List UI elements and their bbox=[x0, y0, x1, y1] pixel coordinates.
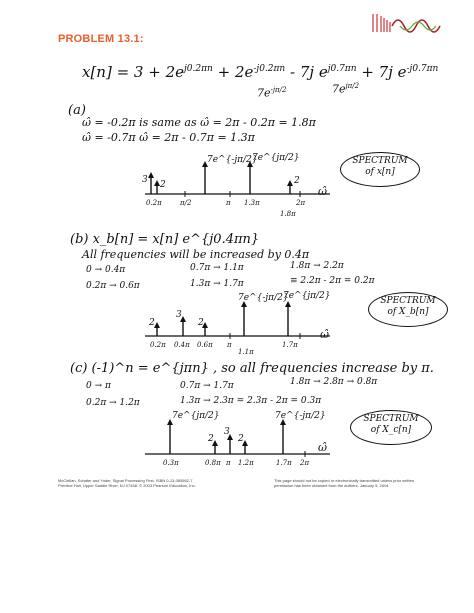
wave-logo bbox=[372, 14, 441, 33]
equation-note-2: 7ejπ/2 bbox=[332, 82, 360, 96]
amp-c-1: 3 bbox=[224, 427, 230, 437]
footer-right: This page should not be copied or electr… bbox=[274, 478, 415, 488]
tick-c-1: 0.8π bbox=[205, 459, 221, 467]
tick-c-2: π bbox=[226, 459, 231, 467]
phasor-b-1: 7e^{-jπ/2} bbox=[238, 293, 289, 303]
part-a-line-1: ω̂ = -0.2π is same as ω̂ = 2π - 0.2π = 1… bbox=[82, 116, 316, 129]
tick-a-below: 1.8π bbox=[280, 210, 296, 218]
part-c-row-1-0: 0.2π → 1.2π bbox=[86, 398, 140, 408]
amp-a-0: 3 bbox=[142, 175, 148, 185]
phasor-c-1: 7e^{jπ/2} bbox=[172, 411, 220, 421]
axis-a-label: ω̂ bbox=[318, 185, 327, 198]
axis-c-label: ω̂ bbox=[318, 441, 327, 454]
part-b-row-0-2: 1.8π → 2.2π bbox=[290, 261, 344, 271]
phasor-a-1: 7e^{-jπ/2} bbox=[207, 155, 258, 165]
tick-b-4: 1.7π bbox=[282, 341, 298, 349]
tick-c-3: 1.2π bbox=[238, 459, 254, 467]
equation-lhs: x[n] = 3 + 2ej0.2πn + 2e-j0.2πn - 7j ej0… bbox=[82, 63, 439, 81]
tick-a-1: π/2 bbox=[180, 199, 192, 207]
amp-a-1: 2 bbox=[160, 180, 166, 190]
problem-title: PROBLEM 13.1: bbox=[58, 33, 144, 45]
amp-c-2: 2 bbox=[238, 434, 244, 444]
amp-c-0: 2 bbox=[208, 434, 214, 444]
tick-c-5: 2π bbox=[300, 459, 310, 467]
tick-a-3: 1.3π bbox=[244, 199, 260, 207]
part-b-row-0-1: 0.7π → 1.1π bbox=[190, 263, 244, 273]
part-c-row-0-2: 1.8π → 2.8π → 0.8π bbox=[290, 377, 378, 387]
tick-b-3: π bbox=[227, 341, 232, 349]
footer-left: McClellan, Schafer and Yoder, Signal Pro… bbox=[58, 478, 196, 488]
axis-b-label: ω̂ bbox=[320, 328, 329, 341]
tick-b-below: 1.1π bbox=[238, 348, 254, 356]
phasor-a-2: 7e^{jπ/2} bbox=[252, 153, 300, 163]
equation-note-1: 7e-jπ/2 bbox=[257, 86, 287, 100]
part-c-row-0-1: 0.7π → 1.7π bbox=[180, 381, 234, 391]
amp-a-2: 2 bbox=[294, 176, 300, 186]
part-a-line-2: ω̂ = -0.7π ω̂ = 2π - 0.7π = 1.3π bbox=[82, 131, 255, 144]
amp-b-0: 2 bbox=[149, 318, 155, 328]
tick-a-4: 2π bbox=[296, 199, 306, 207]
tick-a-2: π bbox=[226, 199, 231, 207]
part-b-row-0-0: 0 → 0.4π bbox=[86, 265, 126, 275]
tick-c-0: 0.3π bbox=[163, 459, 179, 467]
amp-b-1: 3 bbox=[176, 310, 182, 320]
part-b-label: (b) x_b[n] = x[n] e^{j0.4πn} bbox=[70, 232, 260, 247]
tick-b-1: 0.4π bbox=[174, 341, 190, 349]
part-b-row-1-0: 0.2π → 0.6π bbox=[86, 281, 140, 291]
part-b-line-1: All frequencies will be increased by 0.4… bbox=[82, 248, 310, 261]
tick-c-4: 1.7π bbox=[276, 459, 292, 467]
part-b-row-1-2: ≡ 2.2π - 2π = 0.2π bbox=[290, 276, 375, 286]
part-b-row-1-1: 1.3π → 1.7π bbox=[190, 279, 244, 289]
phasor-c-2: 7e^{-jπ/2} bbox=[275, 411, 326, 421]
amp-b-2: 2 bbox=[198, 318, 204, 328]
tick-a-0: 0.2π bbox=[146, 199, 162, 207]
part-c-label: (c) (-1)^n = e^{jπn} , so all frequencie… bbox=[70, 361, 434, 376]
tick-b-2: 0.6π bbox=[197, 341, 213, 349]
tick-b-0: 0.2π bbox=[150, 341, 166, 349]
phasor-b-2: 7e^{jπ/2} bbox=[283, 291, 331, 301]
part-a-label: (a) bbox=[68, 103, 86, 118]
part-c-row-1-1: 1.3π → 2.3π = 2.3π - 2π = 0.3π bbox=[180, 396, 322, 406]
part-c-row-0-0: 0 → π bbox=[86, 381, 111, 391]
